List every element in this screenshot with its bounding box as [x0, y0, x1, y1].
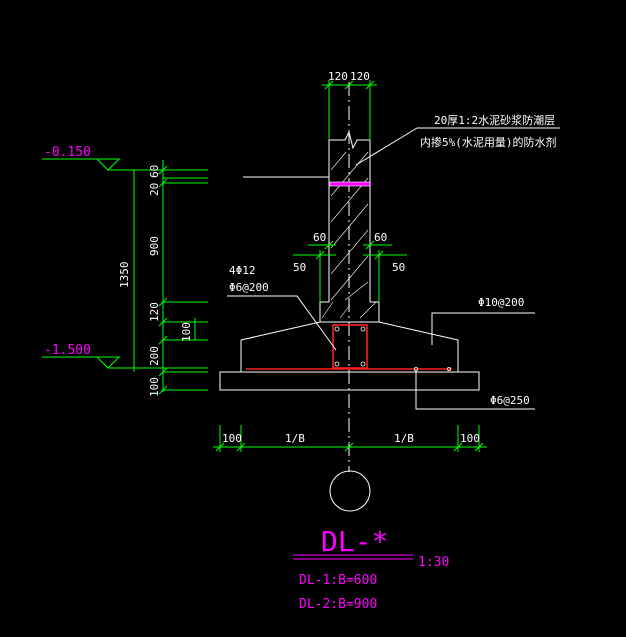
left-dimensions — [129, 160, 208, 395]
dim-120: 120 — [148, 302, 161, 322]
note-line-1: 20厚1:2水泥砂浆防潮层 — [434, 113, 555, 127]
footing — [219, 321, 480, 391]
rebar-main-1: 4Φ12 — [229, 264, 256, 277]
dim-60: 60 — [148, 165, 161, 178]
rebar-main-2: Φ6@200 — [229, 281, 269, 294]
note-leader — [355, 127, 418, 166]
rebar-leader-main — [227, 295, 337, 351]
note-line-2: 内掺5%(水泥用量)的防水剂 — [420, 135, 557, 149]
bottom-dim-100-left: 100 — [222, 432, 242, 445]
level-top: -0.150 — [44, 145, 91, 160]
bottom-dim-100-right: 100 — [460, 432, 480, 445]
bottom-dimensions — [213, 425, 487, 452]
bottom-dim-half-b-right: 1/B — [394, 432, 414, 445]
dim-200: 200 — [148, 346, 161, 366]
offset-60-right: 60 — [374, 231, 387, 244]
note-dl2: DL-2:B=900 — [299, 597, 377, 612]
top-dimension — [322, 80, 377, 140]
rebar-top: Φ10@200 — [478, 296, 524, 309]
dim-1350: 1350 — [118, 262, 131, 289]
dim-20: 20 — [148, 183, 161, 196]
bottom-dim-half-b-left: 1/B — [285, 432, 305, 445]
top-dim-right: 120 — [350, 70, 370, 83]
note-dl1: DL-1:B=600 — [299, 573, 377, 588]
level-bottom: -1.500 — [44, 343, 91, 358]
damp-proof-layer — [329, 181, 371, 187]
cushion-layer — [219, 371, 480, 391]
dim-100-bottom: 100 — [148, 377, 161, 397]
dim-100-inner: 100 — [180, 322, 193, 342]
offset-50-right: 50 — [392, 261, 405, 274]
wall-section — [319, 130, 380, 323]
drawing-title: DL-* — [321, 525, 388, 558]
rebar-leader-top — [431, 312, 535, 345]
offset-dimensions — [293, 240, 407, 302]
axis-bubble — [329, 470, 371, 512]
offset-50-left: 50 — [293, 261, 306, 274]
offset-60-left: 60 — [313, 231, 326, 244]
drawing-scale: 1:30 — [418, 555, 449, 570]
rebar-bottom: Φ6@250 — [490, 394, 530, 407]
dim-900: 900 — [148, 236, 161, 256]
top-dim-left: 120 — [328, 70, 348, 83]
rebar-leader-bottom — [415, 371, 535, 410]
